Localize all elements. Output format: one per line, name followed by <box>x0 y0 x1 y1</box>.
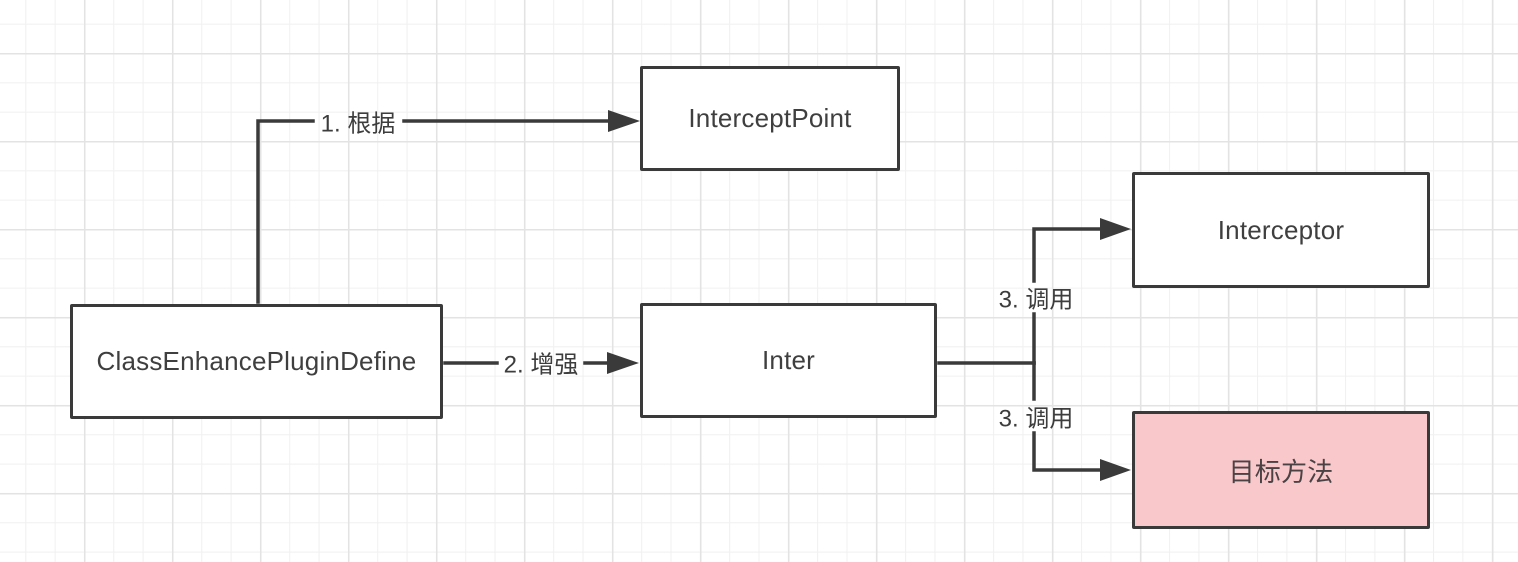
node-target-method[interactable]: 目标方法 <box>1132 411 1430 529</box>
edge-label-3-diaoyong-bottom: 3. 调用 <box>998 405 1074 433</box>
arrowhead-to-inter <box>607 352 639 374</box>
edge-inter-to-interceptor <box>937 218 1131 365</box>
node-intercept-point-label: InterceptPoint <box>688 103 852 133</box>
node-class-enhance-plugin-define[interactable]: ClassEnhancePluginDefine <box>70 304 443 419</box>
node-interceptor-label: Interceptor <box>1217 214 1345 245</box>
arrowhead-to-intercept-point <box>608 110 640 132</box>
edge-define-to-inter <box>443 352 639 374</box>
edge-label-3-diaoyong-top: 3. 调用 <box>998 286 1074 314</box>
arrowhead-to-interceptor <box>1100 218 1131 240</box>
node-intercept-point[interactable]: InterceptPoint <box>640 66 900 171</box>
edge-inter-to-target-method <box>1032 361 1131 481</box>
arrowhead-to-target-method <box>1100 459 1131 481</box>
edge-label-2-zengqiang: 2. 增强 <box>503 351 579 379</box>
node-inter-label: Inter <box>761 345 816 375</box>
edge-define-to-intercept-point <box>256 110 640 304</box>
node-class-enhance-plugin-define-label: ClassEnhancePluginDefine <box>96 346 417 376</box>
node-interceptor[interactable]: Interceptor <box>1132 172 1430 288</box>
node-inter[interactable]: Inter <box>640 303 937 418</box>
node-target-method-label: 目标方法 <box>1228 456 1334 487</box>
edge-label-1-genju: 1. 根据 <box>320 110 396 138</box>
